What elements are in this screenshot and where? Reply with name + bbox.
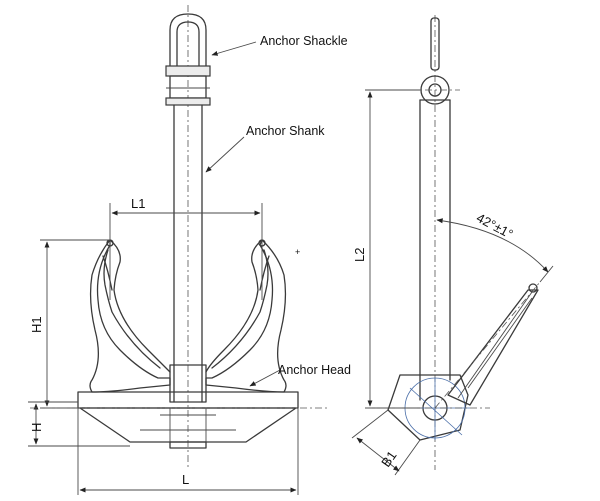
anchor-shank xyxy=(169,104,207,403)
dim-l1: L1 xyxy=(131,196,145,211)
left-fluke xyxy=(89,239,171,393)
side-crown xyxy=(387,374,470,441)
dim-l: L xyxy=(182,472,189,487)
side-view: L2 42°±1° B1 xyxy=(351,15,554,476)
callout-shank: Anchor Shank xyxy=(205,124,325,173)
front-view: L1 H1 H L xyxy=(28,5,330,495)
dim-b1: B1 xyxy=(378,448,399,470)
dim-h: H xyxy=(29,423,44,432)
dim-h1: H1 xyxy=(29,316,44,333)
callout-shackle: Anchor Shackle xyxy=(211,34,348,56)
side-fluke xyxy=(434,281,541,409)
callout-shank-label: Anchor Shank xyxy=(246,124,325,138)
side-shackle xyxy=(410,17,460,105)
callout-head: Anchor Head xyxy=(249,363,351,387)
center-mark: + xyxy=(295,247,300,257)
callout-head-label: Anchor Head xyxy=(278,363,351,377)
right-fluke xyxy=(205,239,287,393)
callout-shackle-label: Anchor Shackle xyxy=(260,34,348,48)
dim-l2: L2 xyxy=(352,248,367,262)
anchor-shackle xyxy=(165,13,211,106)
dim-angle: 42°±1° xyxy=(474,210,516,242)
